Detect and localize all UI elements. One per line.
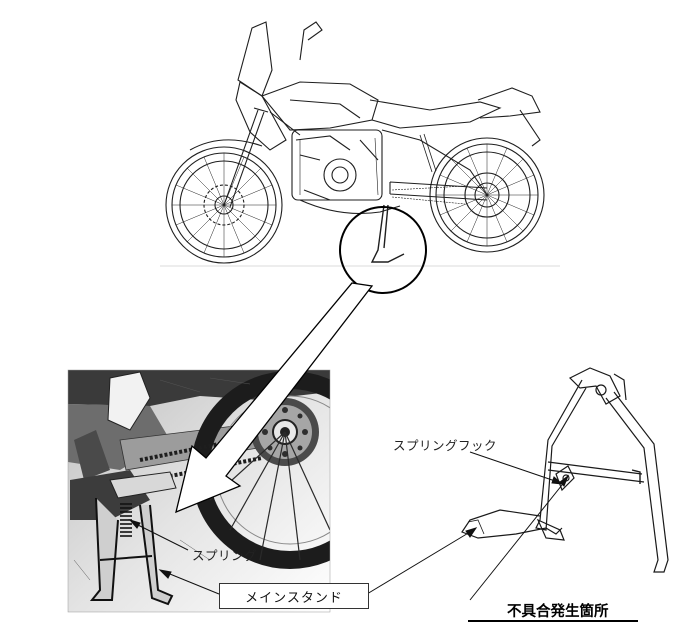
windscreen [237, 21, 273, 97]
label-defect-location: 不具合発生箇所 [507, 604, 609, 620]
label-spring: スプリング [192, 548, 258, 563]
main-stand-drawing [461, 367, 669, 573]
callout-arrows [175, 282, 374, 514]
spring-hook [555, 465, 575, 492]
front-fender [189, 139, 263, 151]
front-fork [223, 107, 269, 208]
leader-lines [128, 451, 570, 601]
swingarm [389, 181, 488, 201]
defect-underline [468, 620, 638, 622]
detail-callout-circle [339, 206, 427, 294]
enlarge-arrow [175, 282, 374, 514]
mirror [299, 21, 323, 61]
spring-photo [120, 503, 132, 537]
tail-section [477, 87, 541, 119]
motorcycle-illustration [160, 21, 560, 267]
main-stand-overview [370, 204, 405, 263]
exhaust [299, 199, 401, 214]
fuel-tank [261, 81, 379, 131]
label-spring-hook: スプリングフック [393, 438, 498, 453]
engine [291, 129, 383, 201]
label-main-stand: メインスタンド [219, 583, 369, 609]
seat [369, 99, 502, 129]
frame [269, 111, 488, 196]
